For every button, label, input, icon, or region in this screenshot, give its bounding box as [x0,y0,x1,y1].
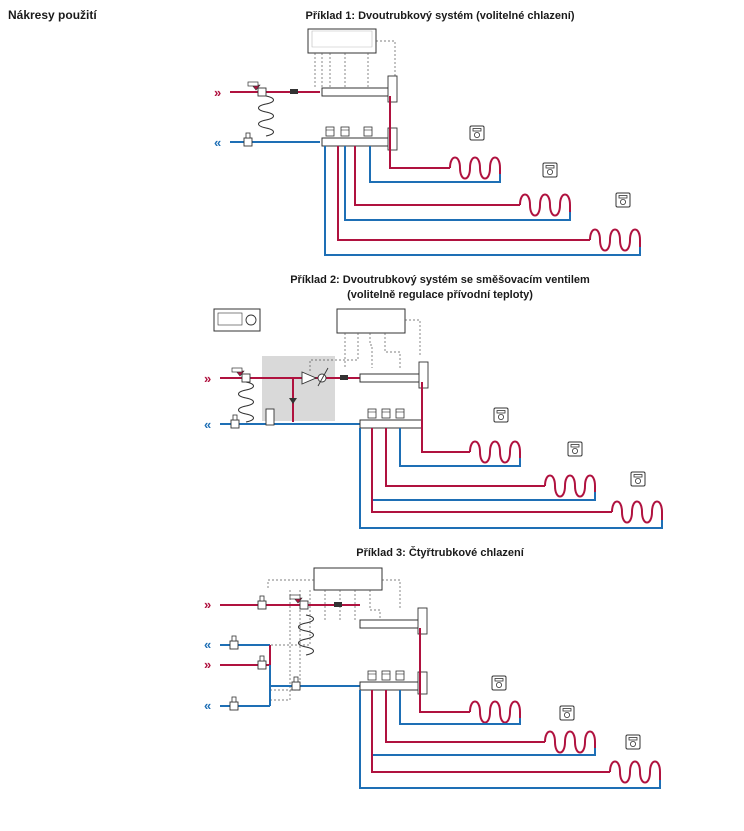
room-thermostat-icon [491,675,507,691]
supply-arrow: » [204,371,211,386]
supply-arrow: » [204,657,211,672]
room-thermostat-icon [625,734,641,750]
room-thermostat-icon [559,705,575,721]
example-1-diagram: » « [214,28,641,256]
supply-arrow: » [204,597,211,612]
return-arrow: « [204,417,211,432]
supply-arrow: » [214,85,221,100]
return-arrow: « [204,698,211,713]
control-unit [336,308,406,334]
example-2-title: Příklad 2: Dvoutrubkový systém se směšov… [290,274,590,286]
room-thermostat-icon [615,192,631,208]
example-3-diagram: » « » « [204,567,661,789]
example-2-subtitle: (volitelně regulace přívodní teploty) [347,289,533,301]
room-thermostat-icon [542,162,558,178]
section-title: Nákresy použití [8,8,97,22]
control-unit [313,567,383,591]
example-2-diagram: » « [204,308,663,529]
room-thermostat-icon [493,407,509,423]
controller-display [213,308,261,332]
example-3-title: Příklad 3: Čtyřtrubkové chlazení [356,547,524,559]
room-thermostat-icon [630,471,646,487]
room-thermostat-icon [567,441,583,457]
room-thermostat-icon [469,125,485,141]
control-unit [307,28,377,54]
return-arrow: « [214,135,221,150]
return-arrow: « [204,637,211,652]
example-1-title: Příklad 1: Dvoutrubkový systém (voliteln… [305,10,575,22]
